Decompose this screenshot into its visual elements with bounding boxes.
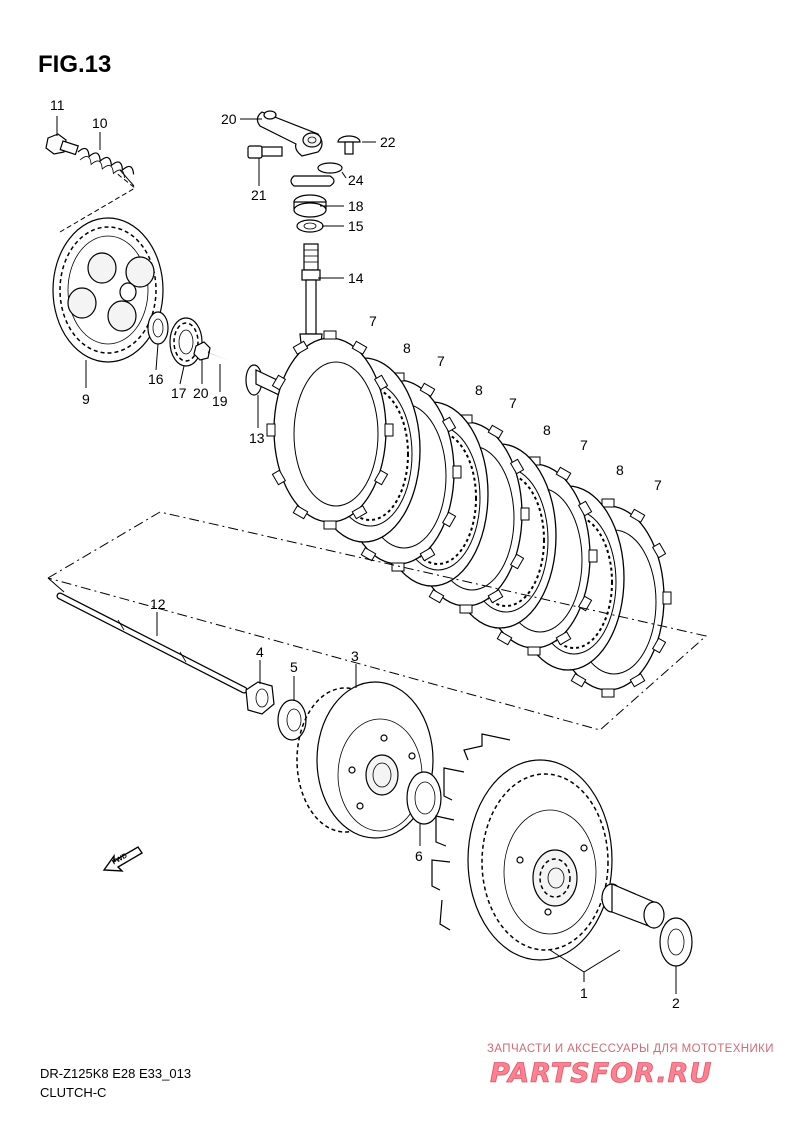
- callout-7: 7: [437, 353, 445, 369]
- callout-7: 7: [654, 477, 662, 493]
- callout-1: 1: [580, 985, 588, 1001]
- callout-22: 21: [251, 187, 267, 203]
- screw-23-part: [337, 135, 361, 155]
- callout-8: 8: [403, 340, 411, 356]
- friction-plate-7-part: [266, 330, 394, 530]
- thrust-washer-6-part: [406, 771, 442, 825]
- callout-14: 14: [348, 270, 364, 286]
- section-name: CLUTCH-C: [40, 1085, 106, 1100]
- callout-8: 8: [616, 462, 624, 478]
- push-rod-12-part: [56, 592, 248, 694]
- clutch-plate-stack: [266, 330, 672, 698]
- washer-24-part: [317, 162, 343, 174]
- callout-18: 18: [348, 198, 364, 214]
- model-code: DR-Z125K8 E28 E33_013: [40, 1066, 191, 1081]
- bearing-17-part: [169, 317, 203, 367]
- release-shaft-14-part: [299, 243, 323, 353]
- spring-10-part: [77, 147, 135, 179]
- callout-3: 3: [351, 648, 359, 664]
- washer-15-part: [296, 219, 324, 233]
- callout-17: 17: [171, 385, 187, 401]
- callout-13: 13: [249, 430, 265, 446]
- nut-4-part: [245, 681, 275, 715]
- callout-7: 7: [509, 395, 517, 411]
- nut-20-part: [193, 341, 211, 361]
- callout-7: 7: [580, 437, 588, 453]
- fwd-arrow-icon: FWD: [102, 846, 143, 872]
- screw-19-part: [207, 350, 247, 368]
- clutch-housing-1-part: [431, 733, 613, 961]
- pressure-plate-9-part: [52, 217, 164, 363]
- oil-seal-18-part: [293, 194, 327, 218]
- callout-5: 5: [290, 659, 298, 675]
- callout-21: 20: [221, 111, 237, 127]
- callout-12: 12: [150, 596, 166, 612]
- callout-8: 8: [543, 422, 551, 438]
- watermark-tagline: ЗАПЧАСТИ И АКСЕССУАРЫ ДЛЯ МОТОТЕХНИКИ: [487, 1043, 774, 1055]
- callout-15: 15: [348, 218, 364, 234]
- callout-23: 22: [380, 134, 396, 150]
- bolt-22-part: [247, 145, 283, 159]
- callout-8: 8: [475, 382, 483, 398]
- figure-title: FIG.13: [38, 51, 111, 78]
- thrust-washer-2-part: [659, 917, 693, 967]
- spacer-sleeve-part: [601, 883, 665, 929]
- clutch-sleeve-hub-3-part: [296, 681, 434, 839]
- leader-lines: [56, 116, 677, 994]
- bolt-11-part: [45, 133, 79, 156]
- washer-16-part: [147, 311, 169, 345]
- callout-labels: 11 10 20 22 24 21 18 15 14 16 17 20 19 9…: [50, 97, 680, 1011]
- lock-washer-5-part: [277, 699, 307, 741]
- callout-9: 9: [82, 391, 90, 407]
- watermark-logo: PARTSFOR.RU: [490, 1058, 712, 1089]
- callout-20: 20: [193, 385, 209, 401]
- callout-11: 11: [50, 97, 65, 113]
- callout-6: 6: [415, 848, 423, 864]
- callout-7: 7: [369, 313, 377, 329]
- callout-2: 2: [672, 995, 680, 1011]
- callout-19: 19: [212, 393, 228, 409]
- callout-10: 10: [92, 115, 108, 131]
- callout-24: 24: [348, 172, 364, 188]
- callout-4: 4: [256, 644, 264, 660]
- callout-16: 16: [148, 371, 164, 387]
